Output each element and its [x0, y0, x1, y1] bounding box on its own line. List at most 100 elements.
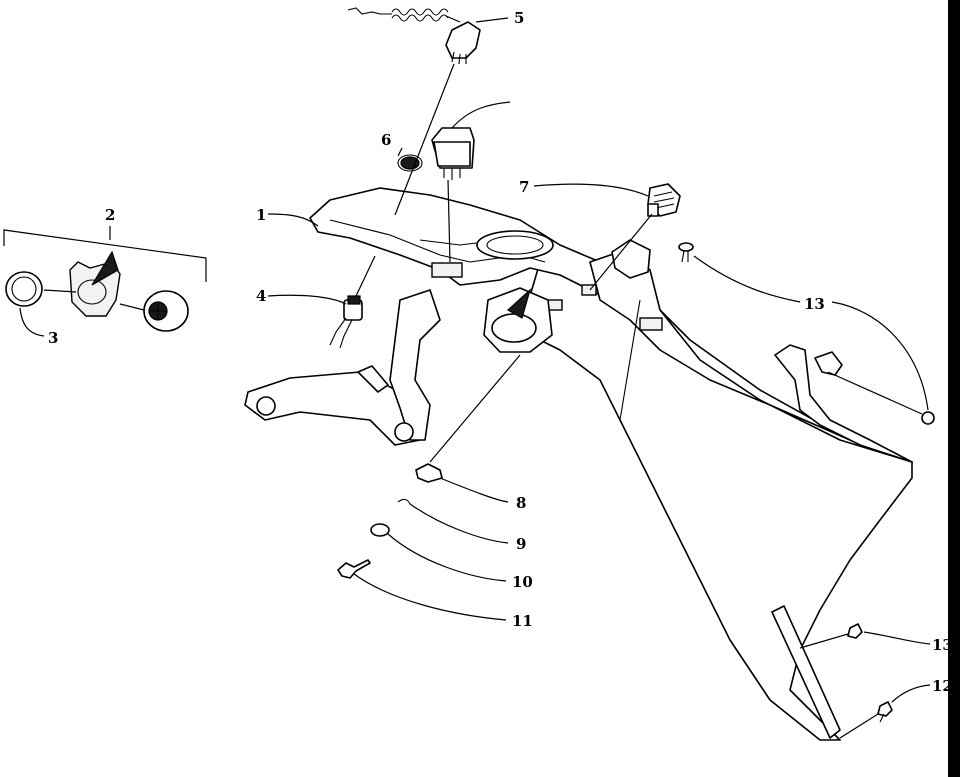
callout-6: 6	[381, 131, 391, 149]
tether-cord	[347, 7, 392, 15]
callout-13-top: 13	[804, 295, 825, 313]
rivet-head	[678, 242, 694, 252]
callout-7: 7	[519, 178, 529, 196]
leader-7	[533, 183, 649, 197]
pivot-eye	[256, 396, 276, 416]
leader-11	[353, 573, 507, 621]
rear-strip	[771, 605, 841, 739]
knob-cap-spokes	[149, 302, 167, 320]
rivet-shank	[681, 250, 689, 263]
callout-2: 2	[105, 206, 115, 224]
slot-cutout	[639, 317, 663, 331]
leader-4	[267, 294, 347, 305]
callout-11: 11	[512, 612, 533, 630]
leader-7-drop	[589, 213, 653, 291]
slot-cutout	[581, 284, 597, 296]
leader-8	[439, 477, 509, 503]
callout-9: 9	[516, 535, 526, 553]
gusset	[357, 365, 389, 393]
leader-bezel-link	[43, 289, 145, 311]
bracket-leg	[389, 289, 441, 441]
leader-12	[891, 684, 931, 703]
callout-8: 8	[516, 494, 526, 512]
screw-12	[877, 701, 893, 717]
callout-5: 5	[514, 9, 524, 27]
arrow-icon	[91, 250, 119, 286]
tether-key	[445, 21, 481, 59]
ignition-hole	[491, 313, 537, 343]
screw-12-thread	[879, 713, 885, 723]
leader-10	[387, 533, 507, 582]
screw-13-lower	[847, 623, 863, 639]
leader-13-top	[693, 255, 801, 303]
callout-10: 10	[512, 573, 533, 591]
side-panel	[519, 261, 913, 741]
lower-bracket	[244, 289, 441, 446]
leader-13-lower	[863, 631, 931, 645]
edge-border	[948, 0, 960, 777]
bezel-ring-inner	[11, 276, 37, 302]
rivet-cap	[921, 411, 935, 425]
leader-14-drop	[447, 179, 451, 263]
leader-13-right	[831, 301, 929, 411]
rocker-switch	[431, 127, 475, 180]
fastener-stack	[337, 463, 443, 579]
leader-1	[267, 213, 319, 227]
tether-coil	[391, 14, 449, 22]
grommet-rim	[397, 154, 423, 172]
leader-13-rivet	[827, 371, 923, 415]
leader-5-drop	[394, 63, 455, 216]
callout-12: 12	[932, 677, 953, 695]
boot-center	[77, 279, 107, 305]
flat-washer	[370, 523, 390, 537]
leader-9	[409, 503, 509, 544]
harness-connector	[329, 295, 363, 349]
callout-1: 1	[256, 206, 266, 224]
switch-bezel-group	[5, 250, 189, 332]
lower-screws	[847, 623, 893, 723]
knob-stem	[647, 203, 659, 217]
leader-6	[397, 147, 403, 157]
chute-edge	[619, 299, 821, 741]
knob	[647, 183, 681, 217]
key-prongs	[451, 51, 467, 65]
fender-shroud	[774, 344, 913, 463]
knob-ribs	[653, 191, 675, 209]
callouts: 5 6 7 1 2 3 4 13 8 9 10 11 13 12	[48, 9, 953, 695]
callout-3: 3	[48, 329, 58, 347]
switch-pins	[443, 168, 461, 180]
grommet	[400, 156, 420, 170]
leader-1-drop	[355, 255, 376, 297]
bolt	[337, 559, 371, 579]
console-panel	[309, 187, 913, 741]
leader-2-bracket	[3, 229, 207, 282]
leader-13-lower-axis	[799, 633, 849, 649]
callout-13-lower: 13	[932, 636, 953, 654]
callout-4: 4	[256, 287, 266, 305]
clip-nut	[415, 463, 443, 483]
connector-wire	[339, 319, 353, 349]
push-rivet-upper	[678, 242, 694, 263]
leader-lines	[3, 17, 931, 739]
leader-5	[475, 17, 509, 23]
connector-wire	[329, 317, 347, 346]
tether-key-assembly	[347, 7, 481, 65]
leader-3	[19, 307, 45, 337]
lock-washer	[397, 498, 411, 505]
tether-lead	[445, 15, 461, 23]
arrow-icon	[506, 288, 532, 319]
fender-tab	[814, 351, 843, 376]
bar-opening-inner	[486, 235, 544, 255]
slot-cutout	[547, 299, 563, 311]
leader-14	[451, 101, 511, 129]
connector-cap	[347, 295, 361, 305]
switch-face	[433, 141, 471, 167]
tether-coil	[391, 8, 449, 16]
bar-opening	[476, 230, 554, 260]
leader-12-axis	[839, 713, 879, 739]
pivot-eye	[394, 422, 414, 442]
vent-bump	[611, 239, 651, 279]
switch-cutout	[431, 262, 463, 278]
leader-fastener-axis	[429, 354, 521, 463]
